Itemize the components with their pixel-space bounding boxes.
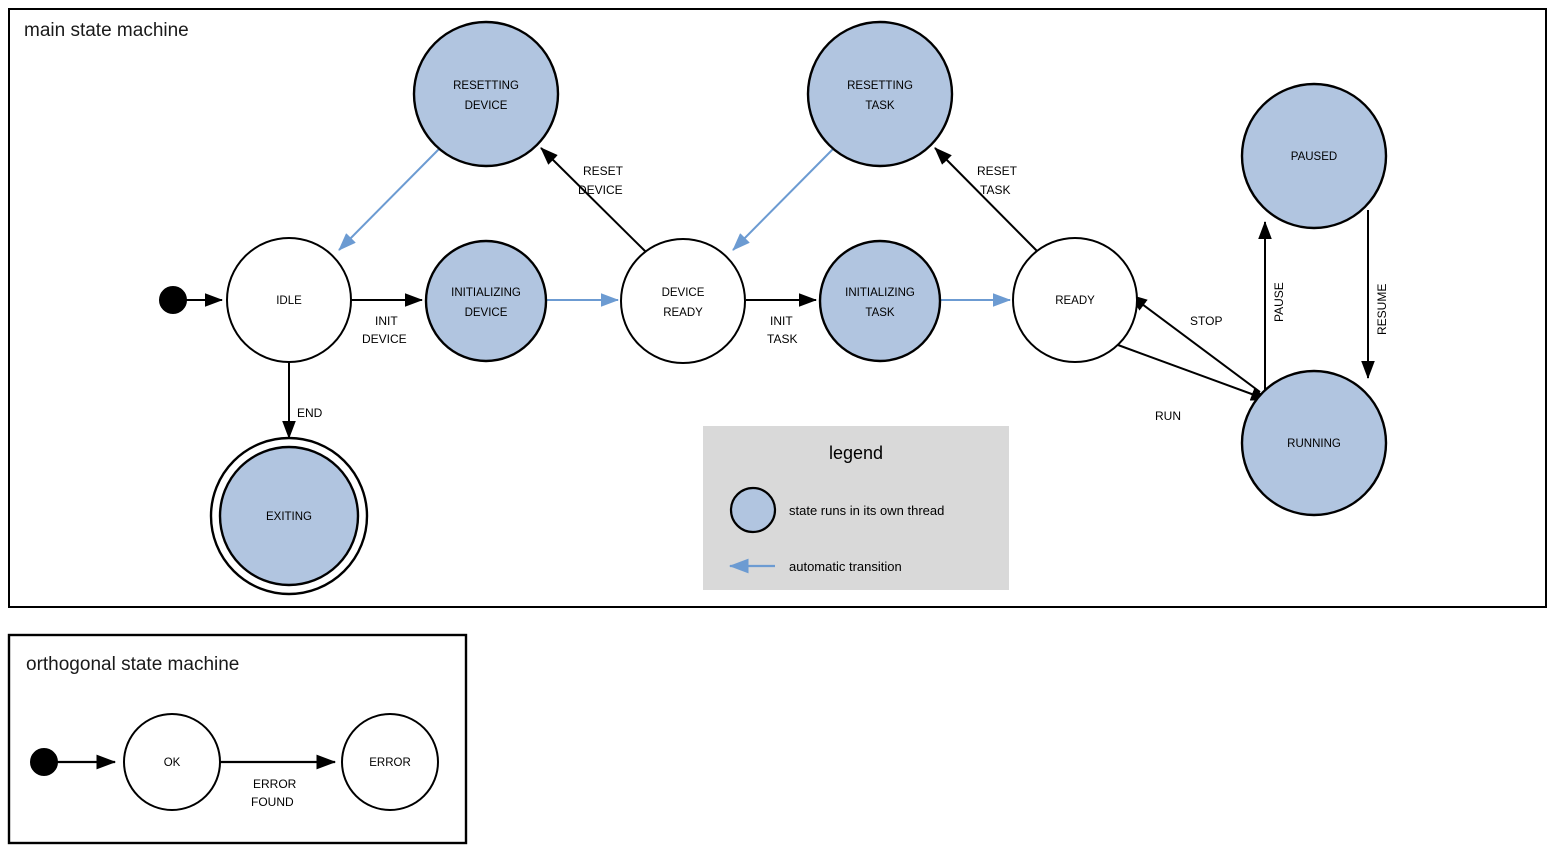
transition-line-auto (338, 148, 440, 251)
transition-line (1117, 344, 1269, 401)
state-label: ERROR (369, 757, 411, 769)
orthogonal-states: OK ERROR (30, 713, 439, 811)
state-ok[interactable]: OK (123, 713, 221, 811)
legend-title: legend (829, 443, 883, 463)
state-paused[interactable]: PAUSED (1240, 82, 1388, 230)
state-device-ready[interactable]: DEVICE READY (620, 238, 746, 364)
state-exiting[interactable]: EXITING (209, 436, 369, 596)
legend: legend state runs in its own thread auto… (703, 426, 1009, 590)
legend-entry-thread-state: state runs in its own thread (729, 486, 944, 534)
state-resetting-device[interactable]: RESETTING DEVICE (412, 20, 560, 168)
transition-label-line-1: INIT (375, 314, 398, 328)
transition-running-to-paused: PAUSE (1258, 221, 1286, 390)
transition-label-line-2: TASK (980, 183, 1010, 197)
orthogonal-transitions: ERROR FOUND (57, 754, 337, 809)
transition-label: END (297, 406, 323, 420)
transition-reset-task-to-device-ready (732, 148, 834, 251)
main-transitions: INIT DEVICE RESET DEVICE INIT TASK (186, 147, 1389, 439)
state-circle (341, 713, 439, 811)
transition-ready-to-reset-task: RESET TASK (934, 147, 1039, 253)
state-label-line-1: RESETTING (453, 80, 519, 92)
transition-label-line-1: RESET (583, 164, 624, 178)
transition-running-to-ready: STOP (1129, 294, 1261, 393)
transition-device-ready-to-reset-device: RESET DEVICE (540, 147, 647, 253)
state-label: OK (164, 757, 181, 769)
state-circle (1240, 369, 1388, 517)
state-label: READY (1055, 295, 1095, 307)
state-initializing-task[interactable]: INITIALIZING TASK (818, 239, 942, 363)
state-circle (818, 239, 942, 363)
state-circle (1012, 237, 1138, 363)
legend-entry-automatic-transition: automatic transition (728, 558, 902, 574)
transition-label-line-2: DEVICE (578, 183, 623, 197)
state-label-line-1: DEVICE (662, 287, 705, 299)
transition-label: PAUSE (1272, 282, 1286, 322)
state-circle (620, 238, 746, 364)
state-label-line-1: INITIALIZING (451, 287, 521, 299)
transition-label: RUN (1155, 409, 1181, 423)
transition-paused-to-running: RESUME (1361, 210, 1389, 379)
transition-label-line-2: TASK (767, 332, 797, 346)
state-circle (1240, 82, 1388, 230)
transition-label-line-1: RESET (977, 164, 1018, 178)
main-states: IDLE RESETTING DEVICE INITIALIZING DEVIC… (159, 20, 1388, 596)
transition-label-line-2: FOUND (251, 795, 294, 809)
state-resetting-task[interactable]: RESETTING TASK (806, 20, 954, 168)
legend-entry-label: automatic transition (789, 559, 902, 574)
state-label: EXITING (266, 511, 312, 523)
transition-line-auto (732, 148, 834, 251)
transition-idle-to-exiting: END (282, 362, 323, 439)
transition-ready-to-running: RUN (1117, 344, 1269, 423)
transition-idle-to-init-device: INIT DEVICE (351, 293, 423, 346)
transition-label-line-2: DEVICE (362, 332, 407, 346)
state-circle (424, 239, 548, 363)
transition-label: RESUME (1375, 284, 1389, 335)
transition-reset-device-to-idle (338, 148, 440, 251)
state-label-line-2: TASK (865, 307, 895, 319)
state-idle[interactable]: IDLE (226, 237, 352, 363)
state-label: PAUSED (1291, 151, 1337, 163)
thread-state-swatch-icon (729, 486, 777, 534)
initial-state-marker (159, 286, 187, 314)
transition-line (934, 147, 1039, 253)
transition-ok-to-error: ERROR FOUND (220, 754, 337, 809)
state-circle (806, 20, 954, 168)
legend-entry-label: state runs in its own thread (789, 503, 944, 518)
transition-device-ready-to-init-task: INIT TASK (746, 293, 817, 346)
main-frame-title: main state machine (24, 20, 189, 41)
state-label: IDLE (276, 295, 302, 307)
state-running[interactable]: RUNNING (1240, 369, 1388, 517)
state-label-line-2: TASK (865, 100, 895, 112)
state-label-line-1: RESETTING (847, 80, 913, 92)
state-label-line-2: DEVICE (465, 100, 508, 112)
transition-label: STOP (1190, 314, 1222, 328)
initial-state-marker (30, 748, 58, 776)
state-ready[interactable]: READY (1012, 237, 1138, 363)
state-circle (123, 713, 221, 811)
state-circle (226, 237, 352, 363)
state-label-line-2: DEVICE (465, 307, 508, 319)
transition-label-line-1: ERROR (253, 777, 297, 791)
transition-label-line-1: INIT (770, 314, 793, 328)
orthogonal-frame-title: orthogonal state machine (26, 654, 239, 675)
state-error[interactable]: ERROR (341, 713, 439, 811)
transition-line (1129, 294, 1261, 393)
state-label: RUNNING (1287, 438, 1341, 450)
state-label-line-1: INITIALIZING (845, 287, 915, 299)
state-initializing-device[interactable]: INITIALIZING DEVICE (424, 239, 548, 363)
state-circle (412, 20, 560, 168)
state-circle (218, 445, 360, 587)
state-label-line-2: READY (663, 307, 703, 319)
transition-line (540, 147, 647, 253)
